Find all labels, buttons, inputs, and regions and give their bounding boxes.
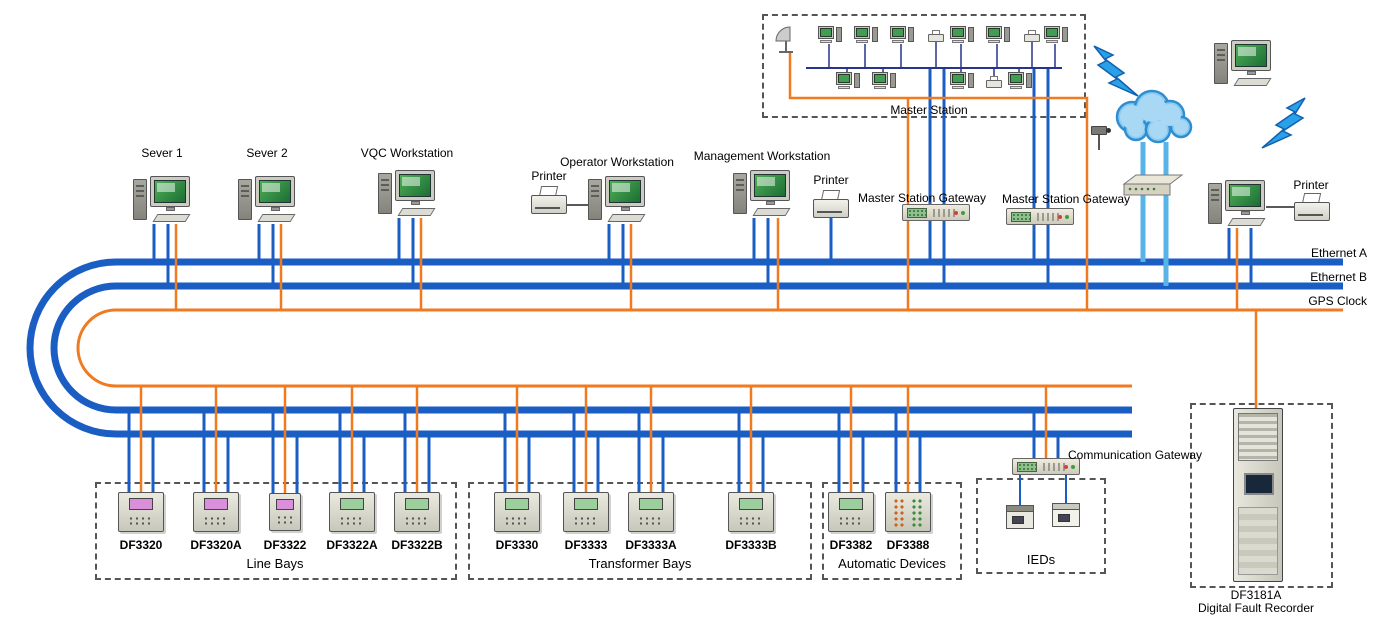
printer-label: Printer: [531, 169, 567, 183]
remote-computer-icon: [1214, 40, 1272, 90]
df3322a-label: DF3322A: [326, 538, 378, 552]
router-icon: [1122, 174, 1184, 196]
cloud-icon: [1115, 89, 1193, 144]
df3333b-label: DF3333B: [725, 538, 777, 552]
master-station-computer-icon: [890, 26, 914, 44]
printer-label: Printer: [1293, 178, 1329, 192]
df3322a-relay-icon: [329, 492, 375, 532]
master-station-gps-feed: [788, 52, 1089, 310]
satellite-dish-icon: [775, 26, 793, 53]
master-station-label: Master Station: [890, 103, 968, 117]
gps-clock-label: GPS Clock: [1308, 294, 1367, 308]
df3388-label: DF3388: [886, 538, 930, 552]
management-workstation-computer-icon: [733, 170, 791, 220]
communication-gateway-label: Communication Gateway: [1068, 448, 1203, 462]
master-station-gateway2-icon: [1006, 208, 1074, 225]
line-bays-box: [95, 482, 457, 580]
df3330-label: DF3330: [495, 538, 539, 552]
master-station-computer-icon: [872, 72, 896, 90]
ethernet-b-bus: [50, 282, 1343, 414]
wan-links: [1140, 142, 1169, 286]
master-station-computer-icon: [986, 26, 1010, 44]
master-station-printer-icon: [1024, 30, 1040, 42]
printer-icon: [531, 186, 567, 214]
master-station-computer-icon: [818, 26, 842, 44]
printer-icon: [813, 190, 849, 218]
master-station-computer-icon: [950, 72, 974, 90]
server2-label: Sever 2: [246, 146, 288, 160]
fault-recorder-rack-icon: [1233, 408, 1283, 582]
master-station-gateway1-icon: [902, 204, 970, 221]
df3320a-relay-icon: [193, 492, 239, 532]
master-station-printer-icon: [986, 76, 1002, 88]
bay-ethernet-risers: [127, 410, 1067, 507]
server1-computer-icon: [133, 176, 191, 226]
engineer-computer-icon: [1208, 180, 1266, 230]
df3320a-label: DF3320A: [190, 538, 242, 552]
df3322-label: DF3322: [263, 538, 307, 552]
df3320-relay-icon: [118, 492, 164, 532]
printer-label: Printer: [813, 173, 849, 187]
management-workstation-label: Management Workstation: [693, 149, 831, 163]
df3322b-relay-icon: [394, 492, 440, 532]
gps-clock-bus: [76, 308, 1343, 388]
df3333a-label: DF3333A: [625, 538, 677, 552]
df3333b-relay-icon: [728, 492, 774, 532]
df3322-relay-icon: [269, 493, 301, 531]
ied-icon: [1052, 503, 1080, 527]
ieds-box: [976, 478, 1106, 574]
vqc-workstation-label: VQC Workstation: [360, 146, 454, 160]
ieds-label: IEDs: [1026, 552, 1056, 567]
df3388-relay-icon: [885, 492, 931, 532]
fault-recorder-name-label: Digital Fault Recorder: [1197, 601, 1315, 615]
master-station-gateway2-label: Master Station Gateway: [1001, 192, 1131, 206]
df3333-label: DF3333: [564, 538, 608, 552]
bay-gps-risers: [139, 386, 1048, 494]
ied-icon: [1006, 505, 1034, 529]
ethernet-a-label: Ethernet A: [1310, 246, 1367, 260]
camera-icon: [1090, 124, 1112, 152]
master-station-computer-icon: [950, 26, 974, 44]
printer-cables: [566, 204, 1296, 208]
master-station-computer-icon: [1044, 26, 1068, 44]
df3322b-label: DF3322B: [391, 538, 443, 552]
server2-computer-icon: [238, 176, 296, 226]
df3330-relay-icon: [494, 492, 540, 532]
master-station-gateway1-label: Master Station Gateway: [857, 191, 987, 205]
df3382-relay-icon: [828, 492, 874, 532]
master-station-printer-icon: [928, 30, 944, 42]
printer-icon: [1294, 193, 1330, 221]
server1-label: Sever 1: [141, 146, 183, 160]
ethernet-a-bus: [26, 258, 1343, 438]
lightning-icon: [1093, 45, 1139, 97]
ethernet-b-label: Ethernet B: [1310, 270, 1367, 284]
df3333-relay-icon: [563, 492, 609, 532]
df3320-label: DF3320: [119, 538, 163, 552]
df3382-label: DF3382: [829, 538, 873, 552]
df3333a-relay-icon: [628, 492, 674, 532]
communication-gateway-icon: [1012, 458, 1080, 475]
vqc-workstation-computer-icon: [378, 170, 436, 220]
master-station-lan: [788, 42, 1089, 310]
master-station-box: [762, 14, 1086, 118]
top-ethernet-drops: [152, 68, 1253, 286]
master-station-computer-icon: [836, 72, 860, 90]
automatic-devices-label: Automatic Devices: [838, 556, 946, 571]
transformer-bays-label: Transformer Bays: [588, 556, 692, 571]
lightning-icon: [1261, 97, 1306, 149]
operator-workstation-label: Operator Workstation: [560, 155, 674, 169]
fault-recorder-box: [1190, 403, 1333, 588]
automatic-devices-box: [822, 482, 962, 580]
master-station-computer-icon: [854, 26, 878, 44]
fault-recorder-model-label: DF3181A: [1230, 588, 1282, 602]
operator-workstation-computer-icon: [588, 176, 646, 226]
line-bays-label: Line Bays: [246, 556, 304, 571]
master-station-computer-icon: [1008, 72, 1032, 90]
